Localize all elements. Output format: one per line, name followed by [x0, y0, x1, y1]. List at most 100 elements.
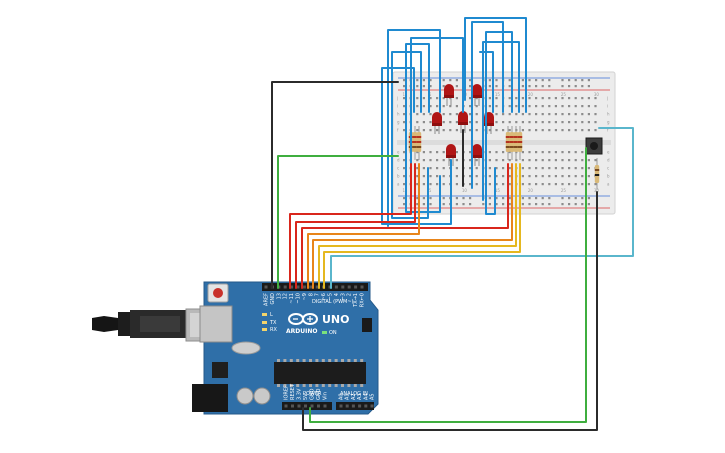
capacitor-2 [253, 387, 271, 405]
digital-pin-header[interactable] [262, 283, 368, 291]
wire-yellow[interactable] [318, 163, 517, 289]
wire-blue[interactable] [485, 31, 513, 215]
row-letter-right: b [607, 174, 610, 179]
wires[interactable] [271, 17, 634, 431]
reset-button[interactable] [207, 283, 229, 303]
digital-pin-label: 7 [315, 293, 321, 296]
digital-header-label: DIGITAL (PWM~) [312, 299, 354, 305]
digital-pin-label: ~3 [340, 293, 346, 300]
resistor[interactable] [416, 126, 422, 160]
pushbutton[interactable] [585, 137, 603, 155]
analog-pin-label: A0 [339, 393, 345, 400]
dc-power-jack[interactable] [192, 384, 228, 412]
red-led[interactable] [458, 111, 468, 133]
red-led[interactable] [472, 144, 482, 166]
column-number-bottom: 1 [403, 188, 406, 193]
analog-pin-label: A1 [345, 393, 351, 400]
resistor[interactable] [412, 126, 418, 160]
digital-pin-label: ~11 [289, 293, 295, 304]
wire-light-blue[interactable] [330, 127, 634, 289]
rx-led-icon [262, 328, 267, 331]
resistor[interactable] [594, 158, 600, 190]
row-letter-left: c [397, 166, 399, 171]
wire-red[interactable] [289, 163, 412, 289]
power-pin-holes [284, 404, 374, 408]
wire-blue[interactable] [482, 41, 520, 201]
wire-black[interactable] [302, 191, 598, 431]
wire-red[interactable] [301, 163, 509, 289]
wire-black[interactable] [271, 81, 399, 289]
digital-pin-label: ~10 [296, 293, 302, 304]
digital-pin-label: 2 [347, 293, 353, 296]
analog-pin-label: A3 [357, 393, 363, 400]
row-letter-right: a [607, 182, 610, 187]
column-number-bottom: 10 [462, 188, 468, 193]
row-letter-left: f [397, 128, 399, 133]
row-letter-left: a [397, 182, 400, 187]
resistor[interactable] [509, 126, 515, 160]
wire-green[interactable] [277, 155, 399, 289]
atmega-chip [274, 362, 366, 384]
row-letter-right: d [607, 158, 610, 163]
red-led[interactable] [446, 144, 456, 166]
wire-blue[interactable] [464, 17, 527, 113]
resistor[interactable] [505, 126, 511, 160]
wire-blue[interactable] [410, 37, 464, 213]
usb-b-jack [199, 305, 233, 343]
wire-orange[interactable] [312, 163, 513, 289]
rx-led-label: RX [270, 327, 277, 333]
row-letter-left: e [397, 150, 400, 155]
column-number-top: 25 [561, 92, 567, 97]
wire-red[interactable] [295, 163, 416, 289]
digital-pin-label: ~9 [302, 293, 308, 300]
wire-blue[interactable] [381, 67, 452, 225]
board-brand-label: ARDUINO [286, 328, 317, 335]
wire-blue[interactable] [391, 51, 429, 219]
power-pin-label: GND [316, 388, 322, 400]
column-number-bottom: 15 [495, 188, 501, 193]
row-letter-left: g [397, 120, 400, 125]
wire-blue[interactable] [405, 43, 441, 213]
capacitor-1 [236, 387, 254, 405]
row-letter-right: h [607, 112, 610, 117]
red-led[interactable] [432, 112, 442, 134]
analog-pin-header[interactable] [336, 402, 374, 410]
power-pin-label: 3.3V [297, 388, 303, 400]
power-header-label: POWER [303, 391, 322, 397]
power-pin-label: GND [310, 388, 316, 400]
row-letter-right: j [606, 96, 608, 101]
column-number-top: 5 [429, 92, 432, 97]
wire-orange[interactable] [307, 163, 420, 289]
row-letter-left: h [397, 112, 400, 117]
wire-blue[interactable] [471, 21, 504, 189]
row-letter-right: f [607, 128, 609, 133]
row-letter-right: e [607, 150, 610, 155]
wire-green[interactable] [309, 147, 587, 423]
arduino-uno-board[interactable]: L TX RX UNO ARDUINO ON [92, 281, 379, 415]
tx-led-label: TX [269, 320, 277, 326]
digital-pin-label: 8 [308, 293, 314, 296]
resistor[interactable] [513, 126, 519, 160]
digital-pin-label: RX←0 [360, 293, 366, 307]
digital-pin-label: AREF [264, 293, 270, 306]
power-pin-label: 5V [303, 393, 309, 400]
wire-blue[interactable] [479, 51, 494, 113]
row-letter-left: i [397, 104, 398, 109]
red-led[interactable] [444, 84, 454, 106]
icsp-header [362, 318, 372, 332]
wire-blue[interactable] [387, 29, 441, 227]
red-led[interactable] [472, 84, 482, 106]
wire-yellow[interactable] [323, 163, 521, 289]
column-number-bottom: 5 [429, 188, 432, 193]
analog-pin-label: A5 [370, 393, 376, 400]
digital-pin-label: 4 [334, 293, 340, 296]
digital-pin-label: ~6 [321, 293, 327, 300]
breadboard-trench [397, 140, 611, 145]
voltage-regulator [212, 362, 228, 378]
resistors[interactable] [408, 126, 600, 190]
resistor[interactable] [517, 126, 523, 160]
